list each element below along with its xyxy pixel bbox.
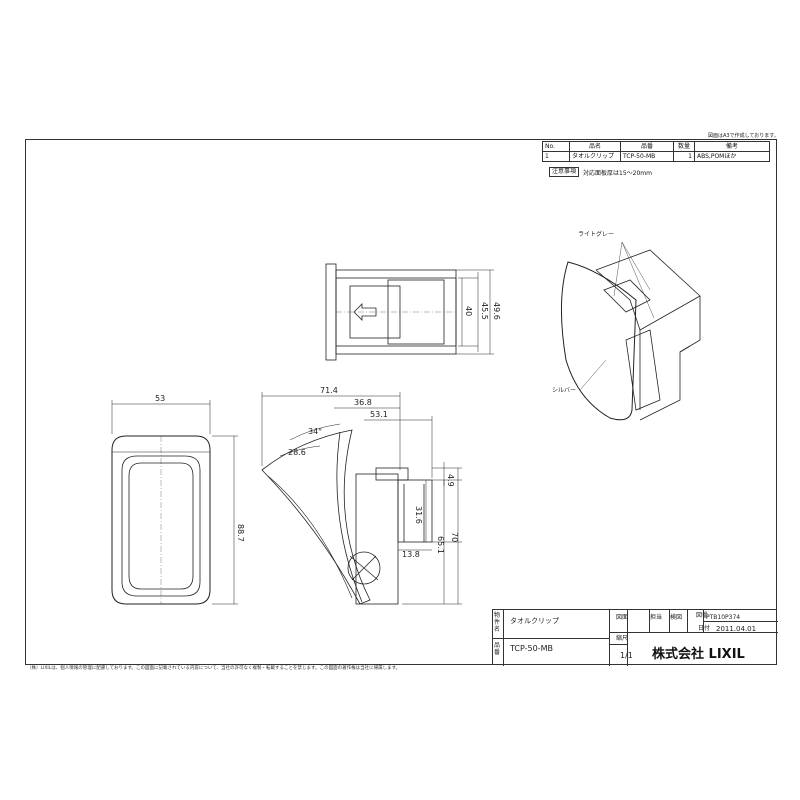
- dim-side-7: 13.8: [402, 550, 420, 559]
- front-view: [111, 400, 238, 605]
- callout-light-gray: ライトグレー: [578, 230, 614, 238]
- dim-front-width: 53: [155, 394, 165, 403]
- parts-table: No. 品名 品番 数量 備考 1 タオルクリップ TCP-50-MB 1 AB…: [542, 141, 770, 162]
- dim-front-height: 88.7: [236, 524, 245, 542]
- dim-side-angle: 34°: [308, 427, 322, 436]
- scale-label: 縮尺: [616, 635, 629, 642]
- notes-label: 注意事項: [549, 167, 580, 177]
- approve-label: 検図: [670, 614, 683, 621]
- drawing-frame: [25, 139, 777, 665]
- dim-top-2: 45.5: [480, 302, 489, 320]
- date-value: 2011.04.01: [716, 625, 757, 633]
- name-label: 物件名: [494, 612, 501, 633]
- company-brand: 株式会社 LIXIL: [652, 643, 745, 662]
- footer-copyright: （株）LIXILは、個人情報の管理に配慮しております。この図面に記載されている内…: [27, 666, 401, 671]
- company-name: 株式会社: [652, 647, 705, 662]
- title-block: [492, 609, 778, 666]
- isometric-view: [561, 241, 701, 421]
- dim-side-1: 71.4: [320, 386, 338, 395]
- dim-side-2: 36.8: [354, 398, 372, 407]
- dim-top-1: 40: [464, 306, 473, 316]
- side-view: [261, 392, 462, 605]
- date-label: 日付: [698, 625, 711, 632]
- number-value: PTB10P374: [706, 614, 741, 621]
- dim-side-9: 70: [450, 532, 459, 542]
- product-value: TCP-50-MB: [510, 644, 553, 653]
- notes-text: 対応面板厚は15～20mm: [583, 170, 652, 177]
- callout-silver: シルバー: [552, 387, 576, 394]
- brand-logo: LIXIL: [708, 647, 745, 662]
- dim-side-5: 4.9: [446, 474, 455, 487]
- scale-value: 1/1: [620, 651, 633, 660]
- number-label: 図番: [696, 612, 709, 619]
- dim-side-8: 65.1: [436, 536, 445, 554]
- name-value: タオルクリップ: [510, 617, 559, 625]
- header-note: 図面はA3で作成しております。: [708, 133, 779, 139]
- dim-top-3: 49.6: [492, 302, 501, 320]
- top-view: [325, 263, 494, 361]
- dim-side-3: 53.1: [370, 410, 388, 419]
- table-row: 1 タオルクリップ TCP-50-MB 1 ABS,POMほか: [542, 151, 770, 162]
- dim-side-6: 31.6: [414, 506, 423, 524]
- drawing-label: 図面: [616, 614, 629, 621]
- charge-label: 担当: [650, 614, 663, 621]
- product-label: 品番: [494, 642, 501, 656]
- dim-side-4: 28.6: [288, 448, 306, 457]
- cell-remarks: ABS,POMほか: [694, 151, 770, 162]
